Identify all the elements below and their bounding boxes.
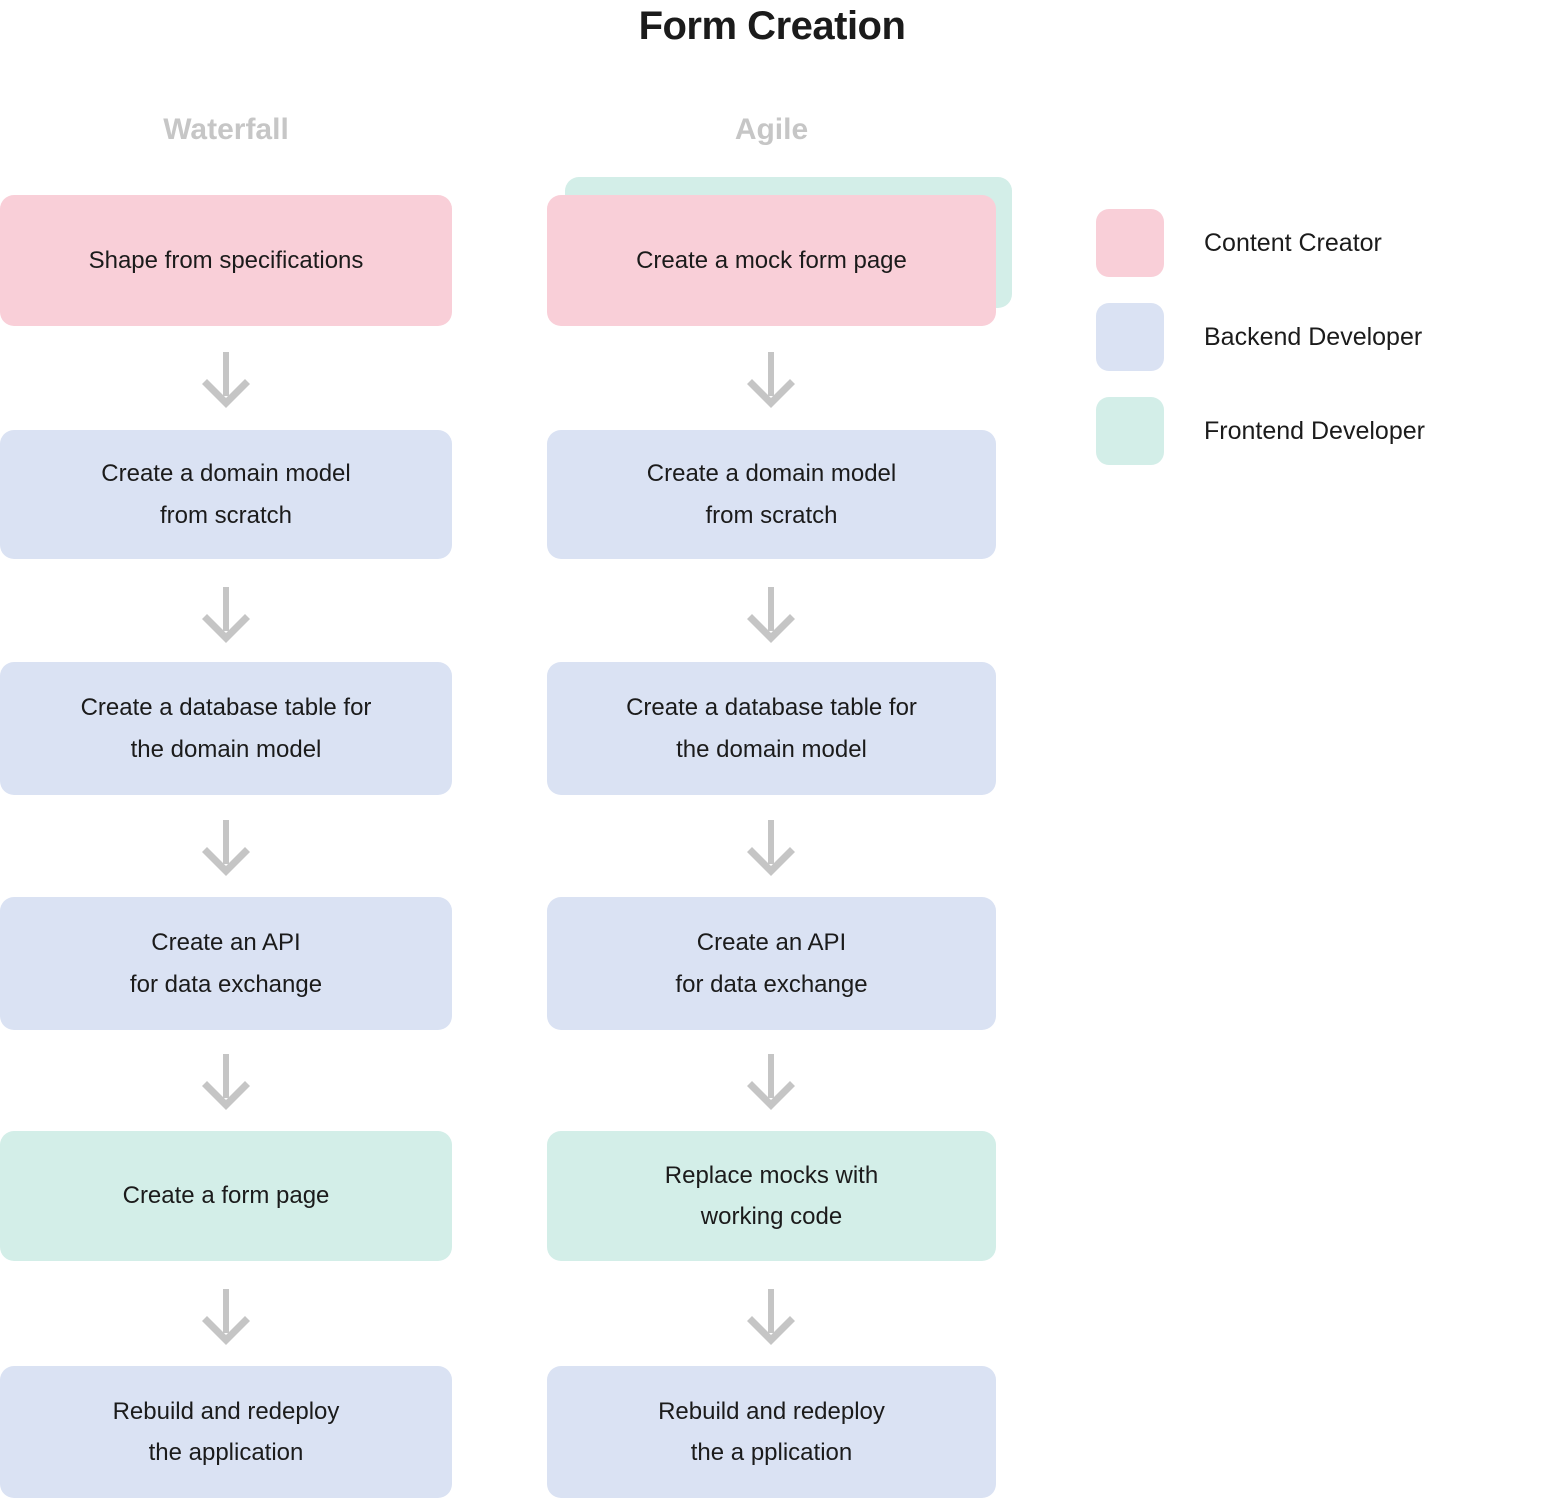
legend-label-backend-developer: Backend Developer (1204, 322, 1423, 351)
waterfall-step-1-label: Shape from specifications (88, 246, 364, 274)
down-arrow-icon (196, 1052, 256, 1118)
agile-step-4-label: Create an API for data exchange (675, 929, 868, 998)
waterfall-step-3-label: Create a database table for the domain m… (80, 694, 372, 763)
waterfall-step-4[interactable]: Create an API for data exchange (0, 897, 452, 1030)
waterfall-step-5[interactable]: Create a form page (0, 1131, 452, 1261)
agile-step-2-label: Create a domain model from scratch (646, 460, 897, 529)
down-arrow-icon (741, 350, 801, 416)
legend-swatch-frontend-developer (1096, 397, 1164, 465)
agile-step-6-label: Rebuild and redeploy the a pplication (658, 1397, 885, 1466)
legend-swatch-content-creator (1096, 209, 1164, 277)
down-arrow-icon (196, 350, 256, 416)
legend-item-backend-developer: Backend Developer (1096, 290, 1516, 384)
agile-step-1[interactable]: Create a mock form page (547, 195, 996, 326)
waterfall-step-1[interactable]: Shape from specifications (0, 195, 452, 326)
legend-label-content-creator: Content Creator (1204, 228, 1382, 257)
agile-step-2[interactable]: Create a domain model from scratch (547, 430, 996, 559)
agile-step-4[interactable]: Create an API for data exchange (547, 897, 996, 1030)
waterfall-step-2[interactable]: Create a domain model from scratch (0, 430, 452, 559)
agile-step-5[interactable]: Replace mocks with working code (547, 1131, 996, 1261)
waterfall-step-2-label: Create a domain model from scratch (101, 460, 351, 529)
legend: Content Creator Backend Developer Fronte… (1096, 196, 1516, 478)
down-arrow-icon (196, 1287, 256, 1353)
down-arrow-icon (741, 818, 801, 884)
legend-swatch-backend-developer (1096, 303, 1164, 371)
waterfall-step-6-label: Rebuild and redeploy the application (112, 1397, 340, 1466)
legend-item-content-creator: Content Creator (1096, 196, 1516, 290)
agile-step-6[interactable]: Rebuild and redeploy the a pplication (547, 1366, 996, 1498)
waterfall-step-4-label: Create an API for data exchange (129, 929, 323, 998)
waterfall-step-3[interactable]: Create a database table for the domain m… (0, 662, 452, 795)
column-header-waterfall: Waterfall (163, 113, 289, 146)
down-arrow-icon (741, 1052, 801, 1118)
legend-item-frontend-developer: Frontend Developer (1096, 384, 1516, 478)
waterfall-step-5-label: Create a form page (122, 1182, 330, 1210)
agile-step-5-label: Replace mocks with working code (664, 1161, 879, 1230)
down-arrow-icon (196, 585, 256, 651)
legend-label-frontend-developer: Frontend Developer (1204, 416, 1425, 445)
page-title: Form Creation (638, 4, 906, 48)
column-header-agile: Agile (734, 113, 809, 146)
down-arrow-icon (741, 1287, 801, 1353)
down-arrow-icon (196, 818, 256, 884)
waterfall-step-6[interactable]: Rebuild and redeploy the application (0, 1366, 452, 1498)
agile-step-1-label: Create a mock form page (636, 246, 907, 274)
agile-step-3-label: Create a database table for the domain m… (626, 694, 917, 763)
agile-step-3[interactable]: Create a database table for the domain m… (547, 662, 996, 795)
down-arrow-icon (741, 585, 801, 651)
